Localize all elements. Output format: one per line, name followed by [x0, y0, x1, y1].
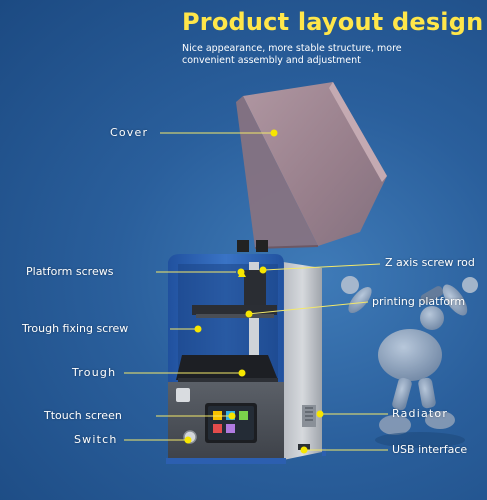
- printer-side: [283, 262, 322, 460]
- callout-platform-screws: Platform screws: [26, 265, 114, 278]
- callout-z-axis-screw-rod: Z axis screw rod: [385, 256, 475, 269]
- hinge-left: [237, 240, 249, 252]
- page-title: Product layout design: [182, 8, 484, 36]
- callout-radiator: Radiator: [392, 407, 449, 420]
- callout-trough-fixing-screw: Trough fixing screw: [22, 322, 129, 335]
- leader-lines: [124, 132, 388, 451]
- callout-switch: Switch: [74, 433, 118, 446]
- hinge-right: [256, 240, 268, 252]
- page-subtitle: Nice appearance, more stable structure, …: [182, 43, 402, 66]
- printing-platform: [192, 305, 277, 315]
- callout-touch-screen: Ttouch screen: [44, 409, 122, 422]
- callout-trough: Trough: [72, 366, 117, 379]
- cover-panel: [236, 82, 387, 249]
- robot-figure: [341, 276, 478, 448]
- marker-dots: [184, 129, 324, 454]
- callout-cover: Cover: [110, 126, 149, 139]
- trough: [176, 355, 278, 380]
- callout-usb-interface: USB interface: [392, 443, 468, 456]
- callout-printing-platform: printing platform: [372, 295, 466, 308]
